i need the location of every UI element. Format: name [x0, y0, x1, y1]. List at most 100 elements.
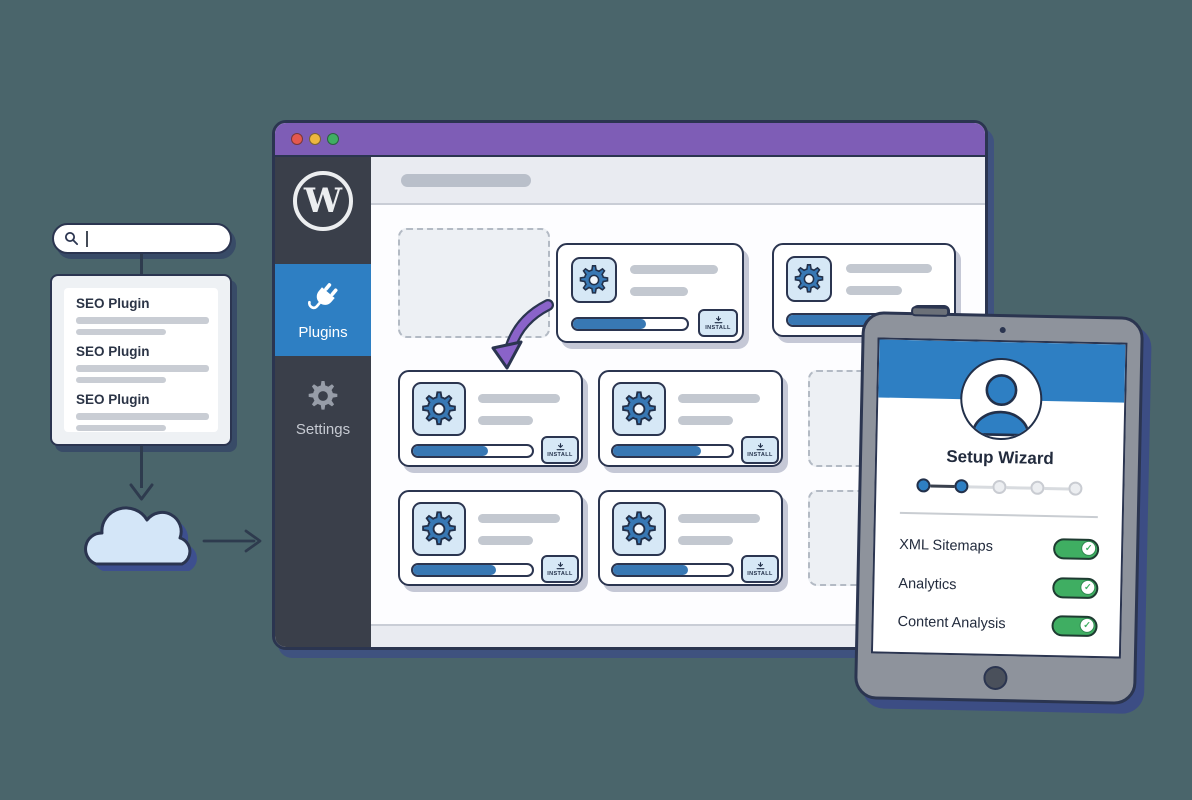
install-button[interactable]: INSTALL: [698, 309, 738, 337]
text-line-placeholder: [478, 536, 533, 545]
text-line-placeholder: [678, 394, 760, 403]
text-line-placeholder: [76, 365, 209, 372]
install-button[interactable]: INSTALL: [541, 555, 579, 583]
tablet-screen: Setup Wizard XML Sitemaps ✓ Anal: [870, 337, 1128, 659]
power-button[interactable]: [910, 306, 950, 317]
divider: [899, 511, 1098, 519]
plugin-name: SEO Plugin: [76, 344, 150, 359]
download-icon: [556, 561, 564, 569]
text-line-placeholder: [76, 317, 209, 324]
option-label: Content Analysis: [897, 613, 1006, 633]
plugin-icon-tile: [612, 502, 666, 556]
toggle-analytics[interactable]: ✓: [1052, 576, 1099, 599]
install-button-label: INSTALL: [747, 451, 773, 458]
flow-connector: [140, 254, 143, 275]
flow-connector: [140, 446, 143, 488]
search-icon: [64, 231, 79, 246]
plugin-card: INSTALL: [556, 243, 744, 343]
install-button-label: INSTALL: [747, 570, 773, 577]
page-footer-strip: [371, 624, 985, 647]
install-button[interactable]: INSTALL: [741, 436, 779, 464]
toggle-xml-sitemaps[interactable]: ✓: [1052, 537, 1100, 560]
step-connector: [1006, 485, 1031, 490]
close-window-button[interactable]: [291, 133, 303, 145]
text-line-placeholder: [678, 514, 760, 523]
gear-icon: [422, 391, 456, 426]
install-progress-bar: [611, 563, 734, 577]
text-line-placeholder: [678, 536, 733, 545]
plugin-card: INSTALL: [598, 370, 783, 467]
wizard-option-row: Analytics ✓: [898, 569, 1099, 603]
wizard-option-row: XML Sitemaps ✓: [899, 530, 1100, 564]
plugin-icon-tile: [571, 257, 617, 303]
text-line-placeholder: [630, 287, 688, 296]
search-results-card: SEO Plugin SEO Plugin SEO Plugin: [50, 274, 232, 446]
step-dot: [1030, 480, 1045, 495]
camera-dot: [999, 326, 1006, 334]
option-label: Analytics: [898, 575, 957, 594]
text-line-placeholder: [478, 394, 560, 403]
install-button-label: INSTALL: [705, 324, 731, 331]
gear-icon: [579, 265, 609, 294]
maximize-window-button[interactable]: [327, 133, 339, 145]
text-cursor: [86, 230, 88, 247]
gear-icon: [308, 381, 338, 410]
text-line-placeholder: [478, 514, 560, 523]
text-line-placeholder: [76, 328, 166, 335]
install-button[interactable]: INSTALL: [541, 436, 579, 464]
tablet-device: Setup Wizard XML Sitemaps ✓ Anal: [853, 306, 1145, 705]
plugin-card: INSTALL: [598, 490, 783, 586]
title-placeholder: [401, 174, 531, 187]
toggle-content-analysis[interactable]: ✓: [1051, 614, 1098, 637]
step-connector: [1044, 486, 1069, 490]
plugin-icon-tile: [412, 382, 466, 436]
download-icon: [556, 442, 564, 450]
plugin-icon-tile: [786, 256, 832, 302]
window-titlebar: [275, 123, 985, 157]
text-line-placeholder: [630, 265, 718, 274]
text-line-placeholder: [678, 416, 733, 425]
install-progress-bar: [611, 444, 734, 458]
list-item[interactable]: SEO Plugin: [76, 296, 209, 335]
text-line-placeholder: [846, 286, 902, 295]
download-icon: [714, 315, 722, 323]
text-line-placeholder: [76, 424, 166, 431]
toggle-knob-check-icon: ✓: [1079, 617, 1095, 634]
step-connector: [930, 484, 955, 488]
text-line-placeholder: [76, 413, 209, 420]
sidebar-item-plugins[interactable]: Plugins: [275, 264, 371, 356]
gear-icon: [422, 511, 456, 546]
text-line-placeholder: [76, 376, 166, 383]
gear-icon: [622, 511, 656, 546]
download-icon: [756, 561, 764, 569]
wordpress-logo: W: [293, 171, 353, 231]
arrow-down-icon: [129, 483, 154, 501]
plugin-card: INSTALL: [398, 370, 583, 467]
plugin-name: SEO Plugin: [76, 296, 150, 311]
sidebar-item-label: Plugins: [298, 323, 348, 341]
wizard-option-row: Content Analysis ✓: [897, 607, 1098, 641]
install-button[interactable]: INSTALL: [741, 555, 779, 583]
cloud-icon: [84, 506, 197, 571]
page-header-strip: [371, 157, 985, 205]
list-item[interactable]: SEO Plugin: [76, 392, 209, 431]
wizard-step-indicator: [876, 477, 1122, 496]
install-progress-bar: [411, 444, 534, 458]
minimize-window-button[interactable]: [309, 133, 321, 145]
search-input[interactable]: [52, 223, 232, 254]
arrow-right-icon: [202, 529, 262, 553]
text-line-placeholder: [478, 416, 533, 425]
list-item[interactable]: SEO Plugin: [76, 344, 209, 383]
install-progress-bar: [411, 563, 534, 577]
toggle-knob-check-icon: ✓: [1080, 579, 1096, 596]
avatar: [959, 357, 1044, 441]
home-button[interactable]: [983, 665, 1008, 691]
step-dot: [916, 478, 931, 493]
step-connector: [968, 484, 993, 489]
install-button-label: INSTALL: [547, 570, 573, 577]
option-label: XML Sitemaps: [899, 536, 994, 555]
plugin-icon-tile: [412, 502, 466, 556]
sidebar-item-settings[interactable]: Settings: [275, 378, 371, 438]
plug-icon: [307, 282, 338, 309]
